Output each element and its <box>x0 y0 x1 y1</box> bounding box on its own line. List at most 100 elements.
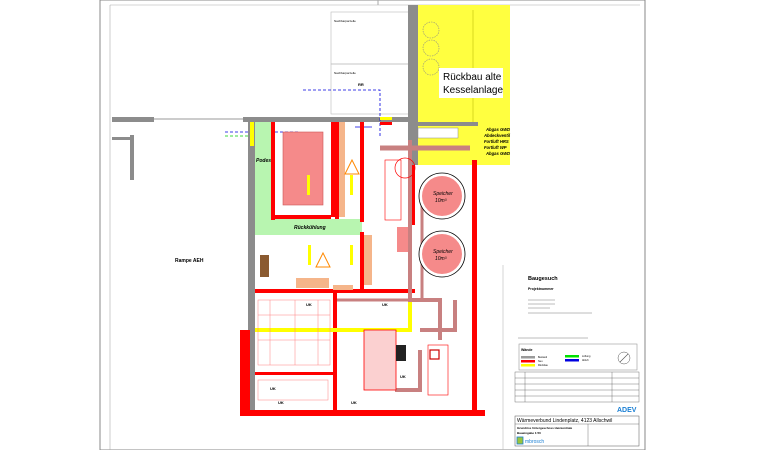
drawing-mark <box>303 89 381 138</box>
drawing-mark <box>380 122 392 125</box>
drawing-mark <box>420 300 457 332</box>
drawing-mark <box>257 379 329 401</box>
high-voltage-warning-icon <box>315 158 360 268</box>
drawing-mark <box>255 289 415 293</box>
plan-subtitle: Baueingabe 1:50 <box>517 431 541 435</box>
cabinet <box>364 235 372 285</box>
drawing-mark: Rückbau <box>538 364 548 367</box>
ramp-label: Rampe AEH <box>175 258 204 264</box>
legend-swatch <box>521 360 535 363</box>
cabinet <box>339 122 345 217</box>
title-block: Baugesuch Projektnummer Wände Bestand Ne… <box>514 276 640 447</box>
drawing-mark <box>410 165 415 225</box>
drawing-mark: Bestand Neu Rückbau Lüftung Abluft <box>538 355 591 367</box>
drawing-mark <box>308 245 311 265</box>
demolition-mark <box>250 122 254 146</box>
drawing-mark: RR <box>358 82 364 87</box>
revision-table <box>514 371 640 403</box>
drawing-mark: Abluft <box>582 359 589 362</box>
new-walls <box>240 122 485 416</box>
buffer-unit <box>427 344 449 396</box>
drawing-mark: UK <box>400 374 406 379</box>
drawing-mark <box>307 175 310 195</box>
valve-box <box>429 349 440 360</box>
drawing-mark <box>395 350 422 392</box>
gas-notes: Abgas GWD Abdeckventil Fortluft HRS Fort… <box>483 127 511 156</box>
drawing-mark <box>315 251 331 268</box>
drawing-mark <box>240 410 485 416</box>
storage-tank-2: Speicher 10m³ <box>418 230 466 278</box>
plan-title: Grundriss Untergeschoss Heizzentrale <box>517 426 573 430</box>
drawing-mark: Lüftung <box>582 355 591 358</box>
drawing-mark <box>619 353 629 363</box>
pump-unit <box>260 255 269 277</box>
cooling-frame <box>257 299 331 401</box>
boiler <box>363 329 397 391</box>
burner <box>396 345 406 361</box>
drawing-mark <box>350 245 353 265</box>
cabinet <box>333 285 353 290</box>
demolition-duct <box>255 300 412 332</box>
legend-title: Wände <box>521 348 533 352</box>
drawing-mark <box>360 122 364 222</box>
brand-logo: ADEV <box>617 407 637 414</box>
title-table <box>514 415 640 447</box>
drawing-mark: UK <box>382 302 388 307</box>
doc-type: Baugesuch <box>528 276 558 282</box>
drawing-mark <box>360 232 364 292</box>
drawing-mark: Abgas GWD <box>485 127 510 132</box>
recooling-label: Rückkühlung <box>294 225 326 231</box>
drawing-mark: Bestand <box>538 356 548 359</box>
drawing-mark: Speicher <box>433 191 453 197</box>
demolition-mark <box>380 117 392 120</box>
demolition-area: Rückbau alte Kesselanlage Abgas GWD Abde… <box>418 5 511 165</box>
drawing-mark <box>514 371 640 403</box>
drawing-mark <box>422 39 440 57</box>
cabinet <box>296 278 329 288</box>
drawing-mark <box>333 292 337 410</box>
drawing-mark: Neu <box>538 360 543 363</box>
drawing-mark <box>243 117 408 122</box>
drawing-mark <box>331 122 335 217</box>
company-name: mbrosch <box>525 439 544 445</box>
legend-swatch <box>521 364 535 367</box>
recooling-corridor <box>255 219 362 235</box>
demolition-label: Kesselanlage <box>443 85 503 96</box>
drawing-mark: UK <box>270 386 276 391</box>
drawing-mark <box>518 299 592 339</box>
drawing-mark <box>335 122 339 219</box>
drawing-mark <box>130 135 134 180</box>
landing-label: Podest <box>256 158 273 164</box>
drawing-mark: Nachbarparzelle <box>334 19 356 23</box>
drawing-mark: Fortluft WP <box>484 145 507 150</box>
chimney-circle <box>394 157 416 179</box>
drawing-mark <box>422 234 462 274</box>
drawing-mark <box>271 122 275 220</box>
drawing-mark <box>271 215 331 219</box>
drawing-mark: Nachbarparzelle <box>334 71 356 75</box>
drawing-mark: UK <box>306 302 312 307</box>
heat-pump-unit <box>282 131 324 206</box>
existing-wall <box>418 122 478 126</box>
drawing-mark <box>248 117 255 415</box>
existing-wall <box>408 5 418 165</box>
drawing-mark: UK <box>351 400 357 405</box>
drawing-mark <box>112 117 154 122</box>
drawing-mark <box>112 137 132 140</box>
drawing-mark <box>344 158 360 175</box>
demolition-label: Rückbau alte <box>443 72 502 83</box>
north-arrow-icon <box>617 351 631 365</box>
drawing-mark: Fortluft HRS <box>484 139 509 144</box>
drawing-mark <box>255 372 335 375</box>
drawing-mark <box>422 21 440 39</box>
drawing-mark <box>422 58 440 76</box>
drawing-mark: Abdeckventil <box>483 133 511 138</box>
level-labels: UK UK UK UK UK UK <box>270 302 406 405</box>
control-cabinet <box>397 227 409 252</box>
drawing-mark: 10m³ <box>435 198 447 204</box>
project-title: Wärmeverbund Lindenplatz, 4123 Allschwil <box>517 418 612 424</box>
storage-tank-1: Speicher 10m³ <box>418 172 466 220</box>
heat-exchanger <box>384 159 402 221</box>
legend-swatch <box>565 359 579 362</box>
